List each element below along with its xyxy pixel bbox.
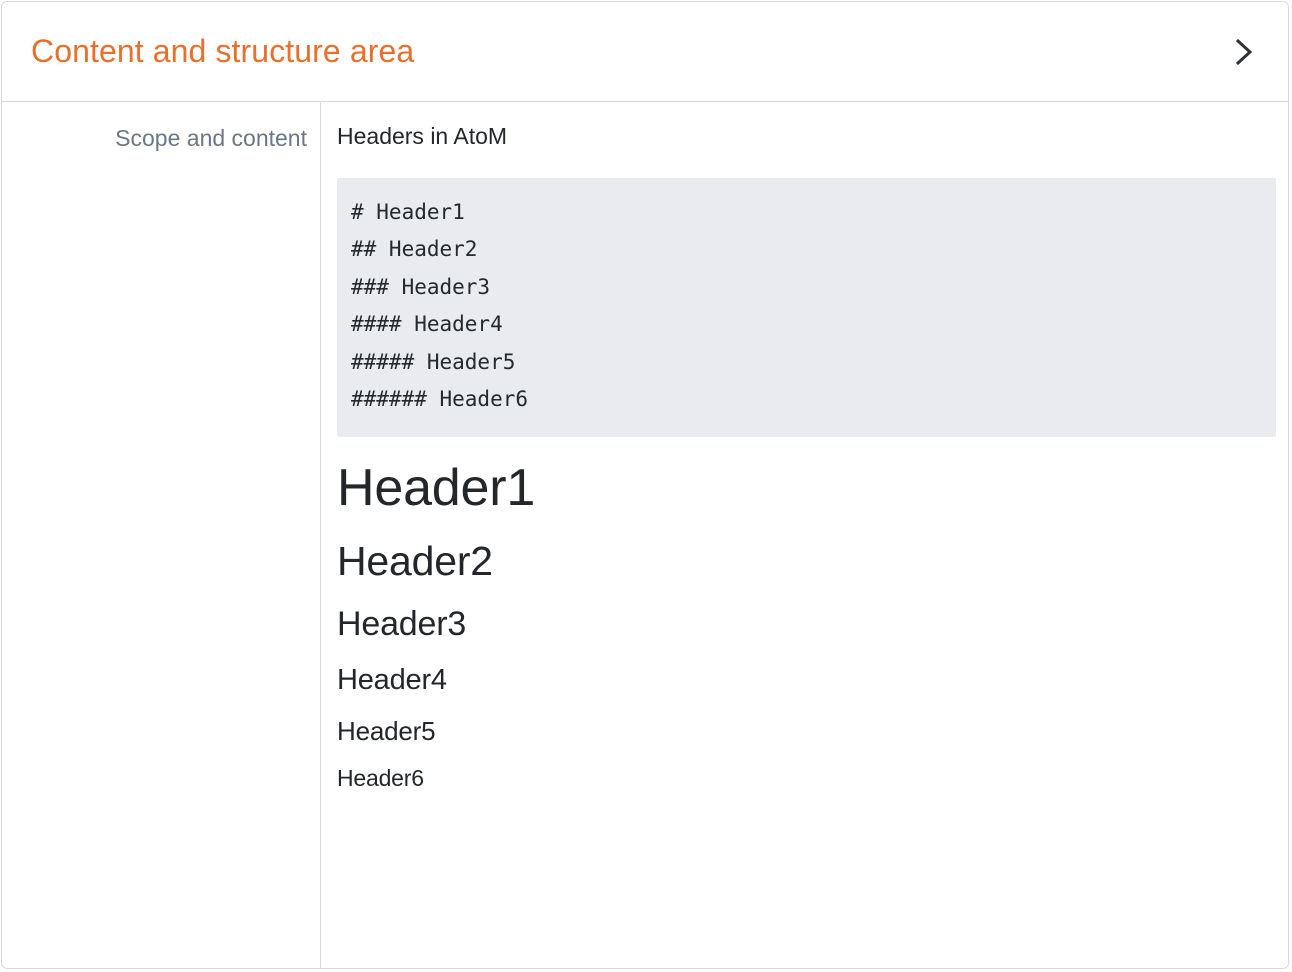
field-label-scope-and-content: Scope and content [115,125,307,151]
page-title: Content and structure area [31,32,415,69]
rendered-heading-5: Header5 [337,716,436,747]
panel-header: Content and structure area [2,2,1288,102]
rendered-markdown-output: Header1 Header2 Header3 Header4 Header5 … [337,457,1276,793]
field-value-column: Headers in AtoM # Header1 ## Header2 ###… [321,102,1288,968]
chevron-right-icon[interactable] [1222,30,1266,74]
rendered-heading-2: Header2 [337,538,493,585]
markdown-code-block: # Header1 ## Header2 ### Header3 #### He… [337,177,1276,437]
rendered-heading-4: Header4 [337,664,447,697]
panel-body: Scope and content Headers in AtoM # Head… [2,102,1288,968]
content-intro-text: Headers in AtoM [337,123,508,149]
field-label-column: Scope and content [2,102,321,968]
markdown-source: # Header1 ## Header2 ### Header3 #### He… [351,199,529,412]
rendered-heading-1: Header1 [337,458,536,517]
rendered-heading-3: Header3 [337,605,467,644]
rendered-heading-6: Header6 [337,765,424,792]
